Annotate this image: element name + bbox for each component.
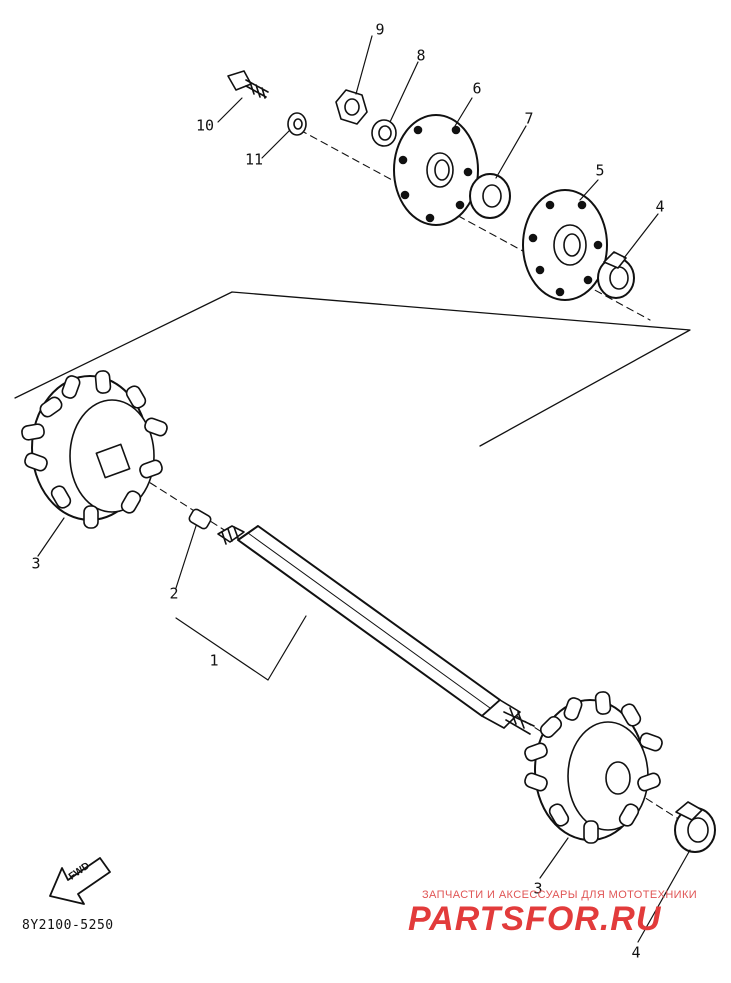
callout-6: 6 bbox=[472, 79, 482, 98]
leader-line-9 bbox=[355, 35, 373, 95]
callout-8: 8 bbox=[416, 46, 426, 65]
axle-shaft-part-1 bbox=[217, 525, 535, 735]
leader-line-5 bbox=[579, 179, 599, 201]
callout-4-bottom: 4 bbox=[631, 943, 641, 962]
fwd-arrow-icon bbox=[49, 857, 111, 905]
callout-1: 1 bbox=[209, 651, 219, 670]
callout-4-top: 4 bbox=[655, 197, 665, 216]
diagram-code: 8Y2100-5250 bbox=[22, 918, 114, 933]
callout-2: 2 bbox=[169, 584, 179, 603]
callout-10: 10 bbox=[195, 116, 215, 135]
callout-7: 7 bbox=[524, 109, 534, 128]
leader-line-1 bbox=[175, 615, 307, 681]
leader-line-2 bbox=[175, 525, 197, 589]
bearing-housing-part-5 bbox=[522, 189, 608, 301]
callout-3-left: 3 bbox=[31, 554, 41, 573]
nut-part-9 bbox=[335, 89, 368, 125]
leader-line-7 bbox=[495, 125, 527, 179]
key-part-2 bbox=[188, 508, 212, 530]
callout-9: 9 bbox=[375, 20, 385, 39]
collar-clamp-part-4-bottom bbox=[674, 801, 716, 853]
leader-line-8 bbox=[389, 61, 419, 123]
assembly-outline-line bbox=[14, 291, 691, 447]
callout-11: 11 bbox=[244, 150, 264, 169]
leader-line-4-bottom bbox=[637, 849, 691, 943]
sprocket-part-3-left bbox=[21, 370, 168, 529]
bolt-part-10 bbox=[227, 70, 269, 99]
leader-line-11 bbox=[261, 129, 291, 159]
washer-part-11 bbox=[287, 112, 307, 136]
leader-line-10 bbox=[217, 97, 243, 123]
watermark-brand: PARTSFOR.RU bbox=[408, 900, 662, 938]
leader-line-3-right bbox=[539, 837, 569, 879]
watermark-tagline: ЗАПЧАСТИ И АКСЕССУАРЫ ДЛЯ МОТОТЕХНИКИ bbox=[422, 889, 698, 901]
collar-clamp-part-4-top bbox=[597, 251, 635, 299]
callout-5: 5 bbox=[595, 161, 605, 180]
leader-line-6 bbox=[454, 97, 473, 127]
callout-3-right: 3 bbox=[533, 879, 543, 898]
leader-line-3-left bbox=[37, 517, 65, 557]
center-axis-dashed bbox=[299, 129, 651, 321]
washer-part-8 bbox=[371, 119, 397, 147]
bearing-part-7 bbox=[469, 173, 511, 219]
flange-plate-part-6 bbox=[393, 114, 479, 226]
sprocket-part-3-right bbox=[524, 691, 663, 844]
leader-line-4-top bbox=[623, 213, 659, 259]
